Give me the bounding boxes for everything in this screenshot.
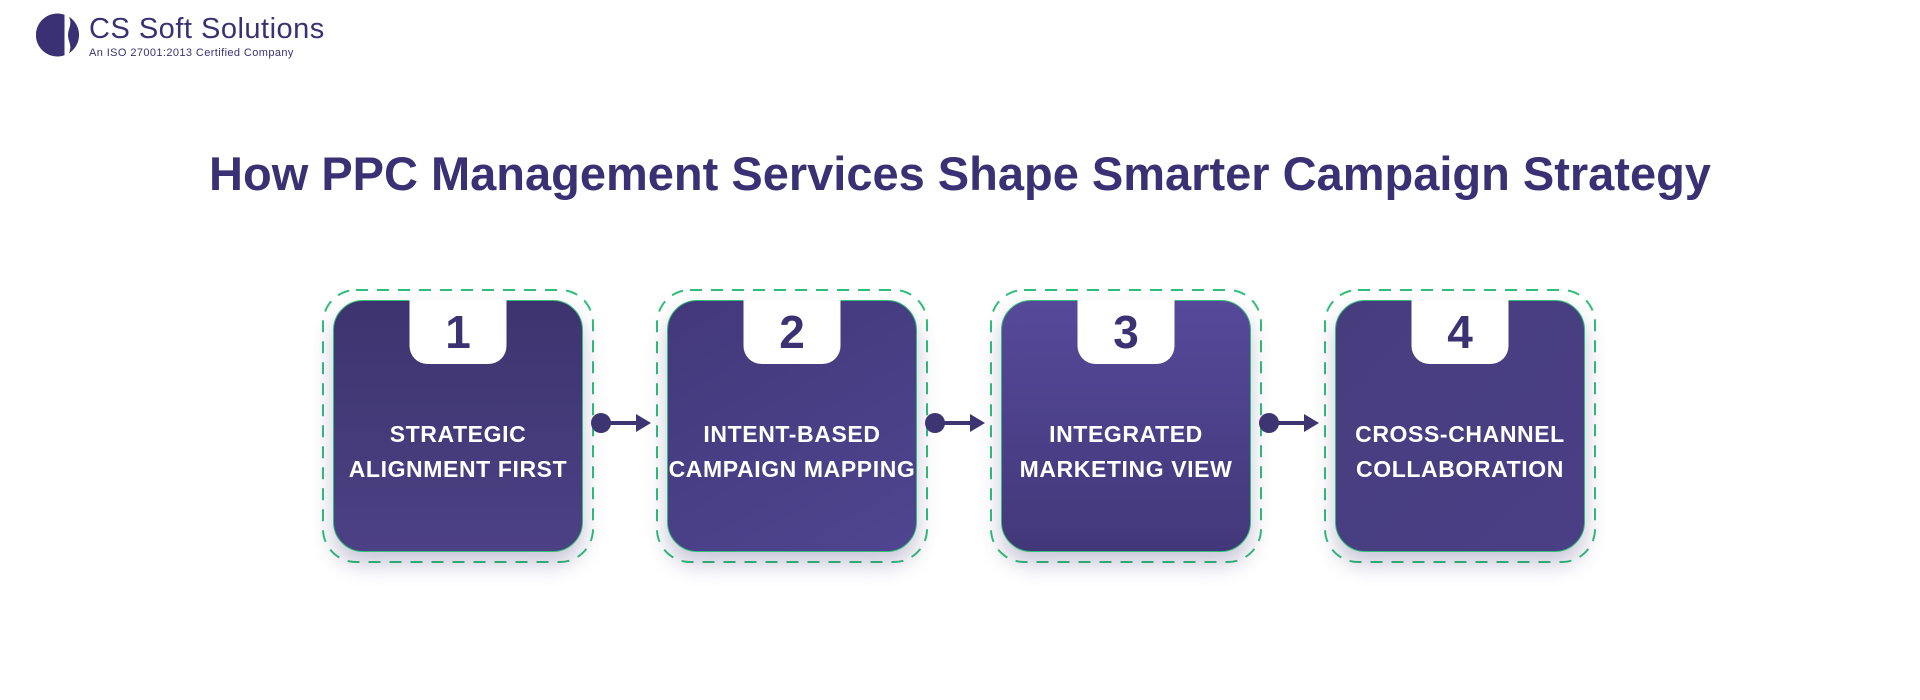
connector-arrow-3 — [1259, 413, 1322, 433]
step-label: INTENT-BASED CAMPAIGN MAPPING — [668, 417, 916, 487]
connector-dot-icon — [1259, 413, 1279, 433]
page-title: How PPC Management Services Shape Smarte… — [209, 147, 1711, 200]
step-label: INTEGRATED MARKETING VIEW — [1002, 417, 1250, 487]
step-card-1: 1 STRATEGIC ALIGNMENT FIRST — [322, 289, 594, 563]
brand-logo: CS Soft Solutions An ISO 27001:2013 Cert… — [36, 13, 325, 59]
arrow-right-icon — [636, 414, 651, 432]
connector-arrow-2 — [925, 413, 988, 433]
step-number-notch: 1 — [409, 299, 507, 364]
brand-name: CS Soft Solutions — [89, 13, 325, 45]
step-square: 4 CROSS-CHANNEL COLLABORATION — [1335, 299, 1585, 552]
step-label-line: COLLABORATION — [1356, 456, 1564, 482]
connector-dot-icon — [925, 413, 945, 433]
step-number: 4 — [1447, 305, 1473, 358]
arrow-right-icon — [970, 414, 985, 432]
step-number-notch: 2 — [743, 299, 841, 364]
step-number: 2 — [779, 305, 805, 358]
step-label-line: INTEGRATED — [1049, 421, 1203, 447]
step-label-line: STRATEGIC — [389, 421, 527, 447]
step-square: 2 INTENT-BASED CAMPAIGN MAPPING — [667, 299, 917, 552]
connector-line — [1277, 421, 1305, 425]
step-label-line: CROSS-CHANNEL — [1355, 421, 1565, 447]
dashed-border — [1324, 289, 1596, 563]
arrow-right-icon — [1304, 414, 1319, 432]
step-card-4: 4 CROSS-CHANNEL COLLABORATION — [1324, 289, 1596, 563]
step-square: 3 INTEGRATED MARKETING VIEW — [1001, 299, 1251, 552]
step-label-line: CAMPAIGN MAPPING — [668, 456, 916, 482]
connector-dot-icon — [591, 413, 611, 433]
step-card-3: 3 INTEGRATED MARKETING VIEW — [990, 289, 1262, 563]
step-label: STRATEGIC ALIGNMENT FIRST — [334, 417, 582, 487]
step-label: CROSS-CHANNEL COLLABORATION — [1336, 417, 1584, 487]
brand-text-block: CS Soft Solutions An ISO 27001:2013 Cert… — [89, 13, 325, 59]
steps-row: 1 STRATEGIC ALIGNMENT FIRST 2 INTENT-BAS… — [322, 289, 1596, 563]
step-label-line: MARKETING VIEW — [1019, 456, 1233, 482]
step-card-2: 2 INTENT-BASED CAMPAIGN MAPPING — [656, 289, 928, 563]
step-label-line: ALIGNMENT FIRST — [348, 456, 568, 482]
step-square: 1 STRATEGIC ALIGNMENT FIRST — [333, 299, 583, 552]
step-number: 1 — [445, 305, 471, 358]
connector-line — [943, 421, 971, 425]
cs-logo-icon — [36, 13, 80, 57]
brand-tagline: An ISO 27001:2013 Certified Company — [89, 47, 294, 59]
step-number: 3 — [1113, 305, 1139, 358]
connector-line — [609, 421, 637, 425]
connector-arrow-1 — [591, 413, 654, 433]
step-label-line: INTENT-BASED — [703, 421, 881, 447]
step-number-notch: 3 — [1077, 299, 1175, 364]
step-number-notch: 4 — [1411, 299, 1509, 364]
